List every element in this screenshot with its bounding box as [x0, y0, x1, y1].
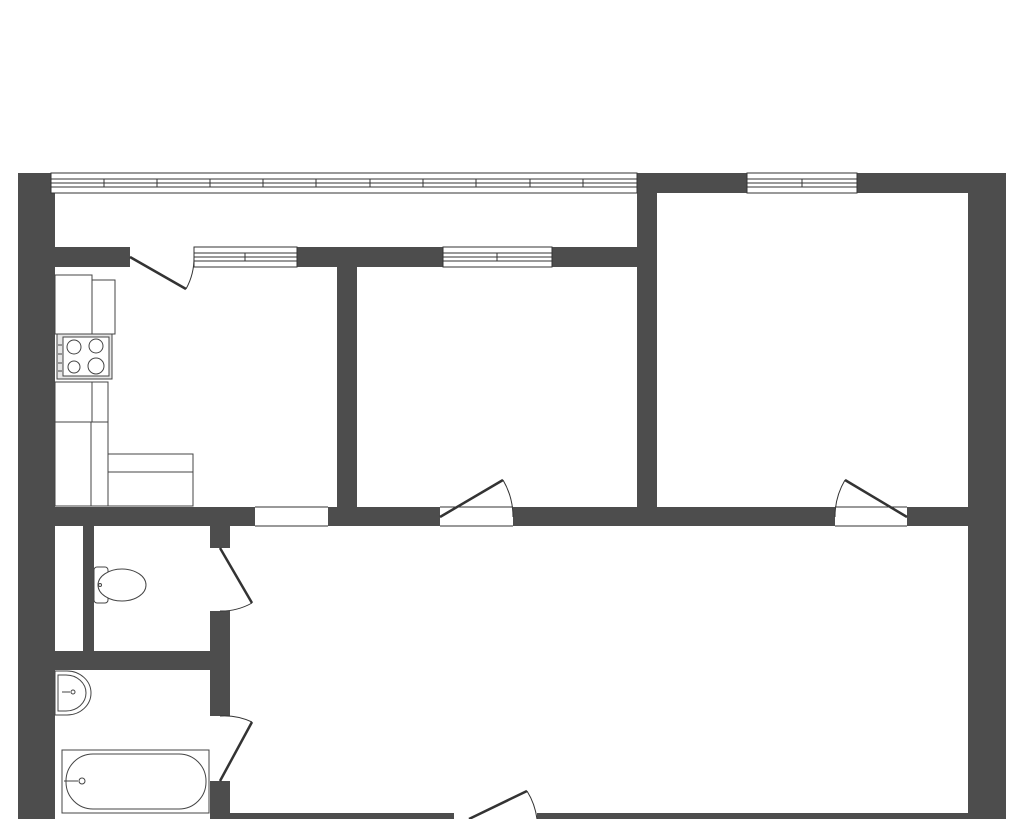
room-door-middle: [439, 478, 514, 527]
bathroom-door: [218, 715, 254, 782]
wall-balcony-left: [55, 247, 130, 267]
kitchen-window: [193, 246, 298, 268]
wall-wc-bath: [55, 651, 230, 670]
balcony-door: [129, 255, 195, 291]
wall-wet-2: [210, 611, 230, 716]
wall-wet-1: [210, 526, 230, 548]
wall-bottom-1: [230, 813, 454, 819]
room-door-right: [834, 478, 908, 527]
balcony-glazing: [50, 172, 638, 194]
toilet: [93, 566, 147, 604]
wall-wet-3: [210, 781, 230, 819]
entrance-door: [468, 789, 538, 819]
opening-kitchen-hall: [255, 506, 328, 527]
fixtures: [54, 274, 210, 814]
wall-h-2: [328, 507, 440, 526]
bathtub: [61, 749, 210, 814]
kitchen-counter: [54, 274, 194, 507]
outer-wall-right: [968, 173, 1006, 819]
walls: [18, 173, 1006, 819]
wall-wc-left: [83, 526, 94, 651]
wall-balcony-right: [552, 247, 638, 267]
wall-h-1: [55, 507, 255, 526]
wall-h-3: [513, 507, 835, 526]
wall-balcony-end: [637, 193, 657, 526]
outer-wall-left: [18, 173, 55, 819]
outer-wall-top-right: [857, 173, 1006, 193]
wall-h-4: [907, 507, 968, 526]
stove: [56, 333, 113, 380]
outer-wall-top-left-cap: [18, 173, 51, 193]
doors: [129, 255, 908, 819]
windows: [50, 172, 858, 527]
toilet-door: [218, 547, 254, 612]
wall-bottom-2: [537, 813, 968, 819]
wall-kitchen-room: [337, 267, 357, 526]
room-window-middle: [442, 246, 553, 268]
wall-balcony-mid: [297, 247, 443, 267]
room-window-right: [746, 172, 858, 194]
washbasin: [54, 670, 92, 716]
outer-wall-top-mid: [637, 173, 747, 193]
